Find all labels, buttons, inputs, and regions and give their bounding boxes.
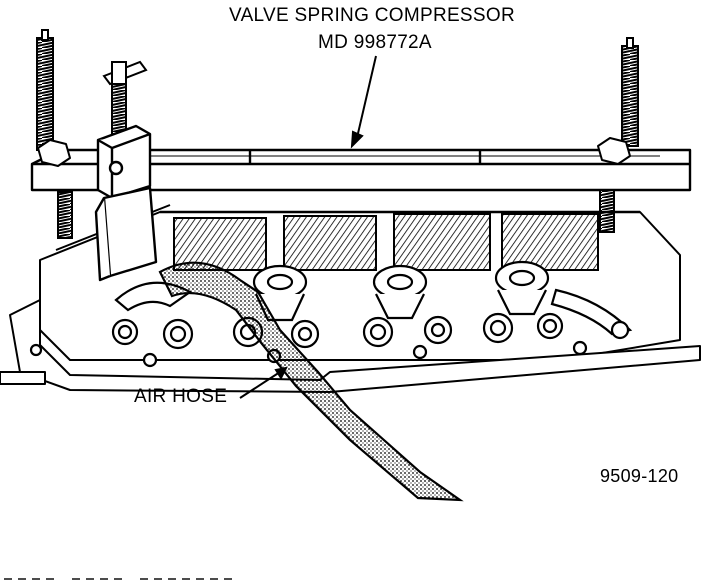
air-hose (158, 261, 464, 502)
threaded-posts (36, 29, 639, 239)
air-hose-label: AIR HOSE (134, 386, 228, 407)
figure-number: 9509-120 (600, 466, 679, 486)
valve-ports (29, 312, 630, 368)
cam-caps (173, 213, 599, 271)
tool-name-label: VALVE SPRING COMPRESSOR (229, 5, 515, 26)
compressor-bar (30, 124, 692, 282)
leader-lines (239, 55, 377, 399)
tool-number-label: MD 998772A (318, 32, 432, 53)
t-handle (102, 60, 148, 86)
